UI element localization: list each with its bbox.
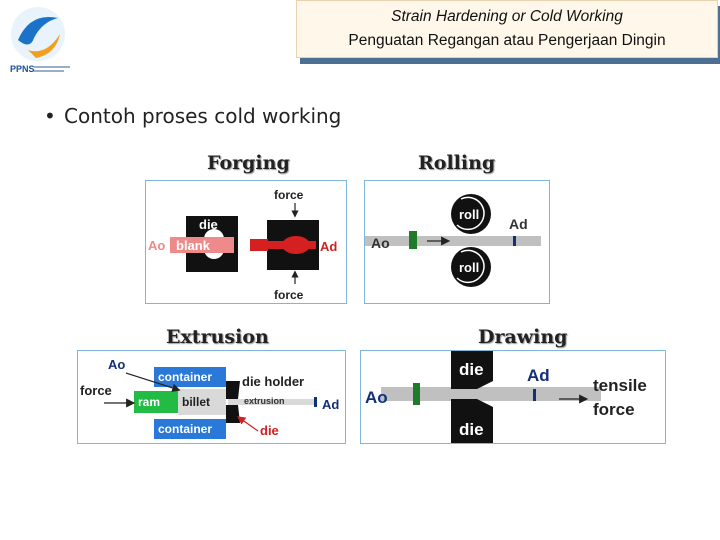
forging-ad-label: Ad [320, 239, 337, 254]
extrusion-container-bottom [154, 419, 226, 439]
rolling-ad-label: Ad [509, 216, 528, 232]
drawing-die-top [451, 351, 493, 389]
forging-die-label: die [199, 217, 218, 232]
forging-ao-label: Ao [148, 238, 165, 253]
title-english: Strain Hardening or Cold Working [391, 8, 623, 25]
drawing-ad-marker [533, 389, 536, 401]
bullet-text: Contoh proses cold working [64, 104, 342, 128]
extrusion-container-bottom-label: container [158, 422, 212, 436]
logo-text: PPNS [10, 64, 35, 74]
forging-force-bottom-label: force [274, 288, 304, 302]
rolling-title: Rolling [418, 152, 496, 174]
extrusion-container-top [154, 367, 226, 387]
rolling-ao-marker [409, 231, 417, 249]
extrusion-die-pointer-icon [237, 416, 259, 432]
rolling-roll-bottom-label: roll [459, 260, 479, 275]
drawing-tensile-label: tensile [593, 376, 647, 395]
drawing-die-bottom-label: die [459, 420, 484, 439]
rolling-roll-top-label: roll [459, 207, 479, 222]
title-indonesian: Penguatan Regangan atau Pengerjaan Dingi… [348, 32, 666, 49]
logo-swirl-icon [18, 16, 58, 45]
extrusion-container-top-label: container [158, 370, 212, 384]
title-box: Strain Hardening or Cold Working Penguat… [296, 0, 718, 58]
rolling-diagram: roll roll Ao Ad [364, 180, 550, 304]
extrusion-force-label: force [80, 383, 112, 398]
extrusion-billet-label: billet [182, 395, 210, 409]
extrusion-ram-label: ram [138, 395, 160, 409]
bullet-item: • Contoh proses cold working [44, 104, 341, 128]
extrusion-ao-pointer-icon [125, 372, 181, 392]
rolling-ad-marker [513, 236, 516, 246]
bullet-dot-icon: • [44, 104, 56, 128]
forging-force-top-label: force [274, 188, 304, 202]
logo-swirl-accent-icon [28, 34, 60, 58]
drawing-title: Drawing [478, 326, 568, 348]
extrusion-die-holder-label: die holder [242, 374, 304, 389]
rolling-workpiece [365, 236, 541, 246]
extrusion-title: Extrusion [166, 326, 269, 348]
extrusion-product [228, 399, 316, 405]
extrusion-die-label: die [260, 423, 279, 438]
forging-blank-label: blank [176, 238, 211, 253]
drawing-workpiece [381, 387, 601, 401]
forging-blank [170, 237, 234, 253]
extrusion-billet [178, 389, 226, 415]
rolling-ao-label: Ao [371, 235, 390, 251]
ppns-logo: PPNS [8, 4, 74, 76]
drawing-die-top-label: die [459, 360, 484, 379]
drawing-ao-marker [413, 383, 420, 405]
extrusion-ad-label: Ad [322, 397, 339, 412]
drawing-ao-label: Ao [365, 388, 388, 407]
drawing-force-label: force [593, 400, 635, 419]
extrusion-die-block [226, 405, 240, 423]
drawing-die-bottom [451, 399, 493, 443]
extrusion-diagram: container container ram billet extrusion… [77, 350, 346, 444]
extrusion-extrusion-label: extrusion [244, 396, 285, 406]
extrusion-ram [134, 391, 178, 413]
forging-diagram: die blank Ao Ad force force [145, 180, 347, 304]
drawing-diagram: die die Ao Ad tensile force [360, 350, 666, 444]
extrusion-ao-label: Ao [108, 357, 125, 372]
forging-title: Forging [207, 152, 290, 174]
drawing-ad-label: Ad [527, 366, 550, 385]
